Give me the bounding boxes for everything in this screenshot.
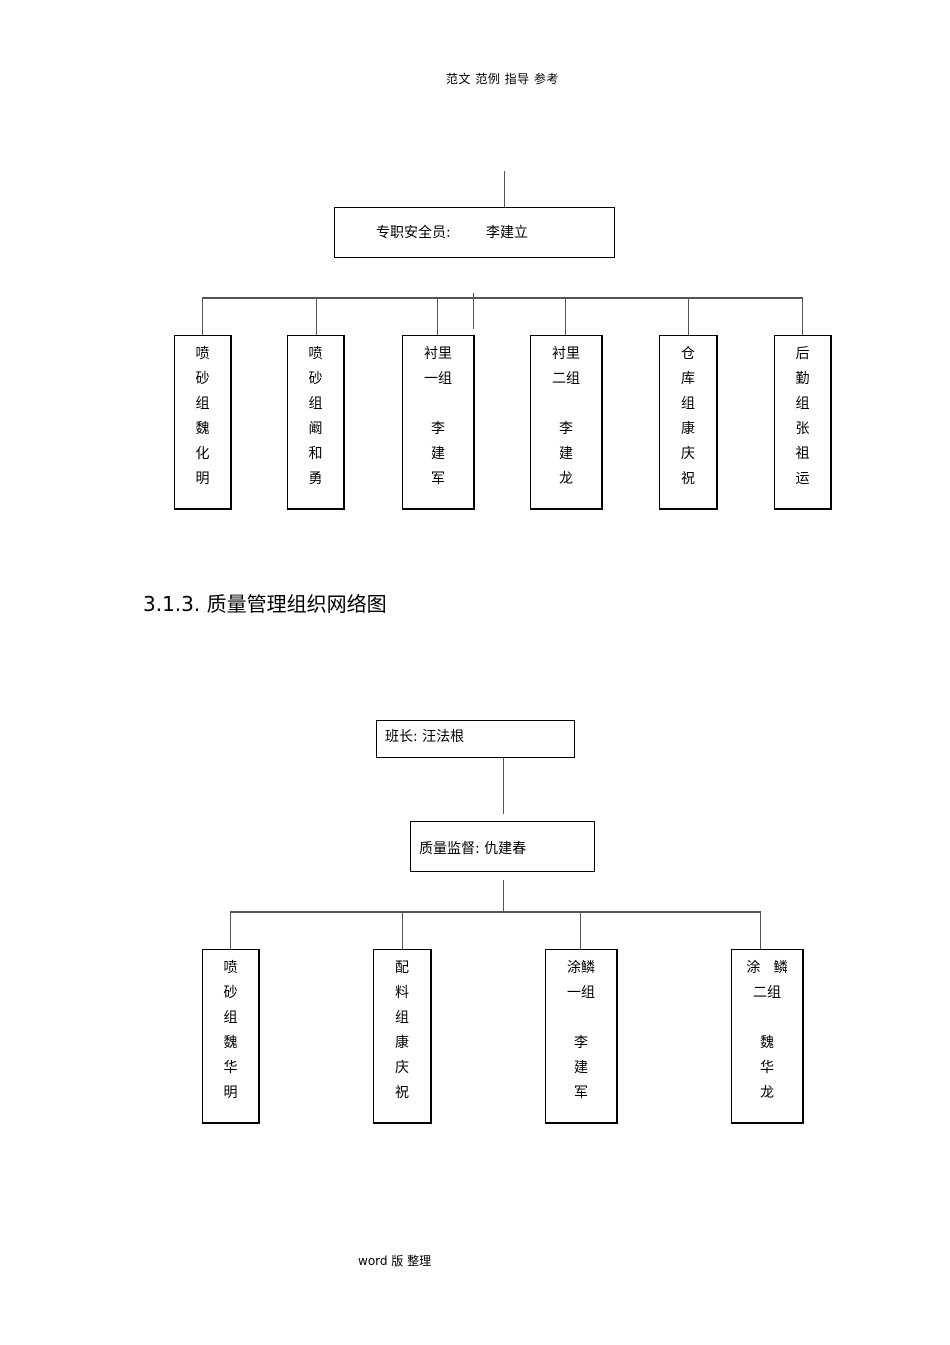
group-label: 衬里 二组 李 建 龙 <box>552 346 580 487</box>
connector-line <box>402 911 403 949</box>
page-header: 范文 范例 指导 参考 <box>446 72 559 86</box>
leader-box: 班长: 汪法根 <box>376 720 575 758</box>
connector-line <box>473 293 474 329</box>
group-box: 喷 砂 组 魏 华 明 <box>202 949 260 1124</box>
supervisor-label: 质量监督: 仇建春 <box>419 841 527 857</box>
connector-line <box>580 911 581 949</box>
supervisor-box: 质量监督: 仇建春 <box>410 821 595 872</box>
safety-officer-name: 李建立 <box>486 225 528 241</box>
connector-line <box>316 297 317 335</box>
connector-line <box>565 297 566 335</box>
page-footer: word 版 整理 <box>358 1254 432 1268</box>
connector-line <box>688 297 689 335</box>
connector-line <box>503 758 504 814</box>
section-heading: 3.1.3. 质量管理组织网络图 <box>143 592 387 616</box>
safety-officer-box: 专职安全员: 李建立 <box>334 207 615 258</box>
connector-line <box>437 297 438 335</box>
group-label: 后 勤 组 张 祖 运 <box>795 346 810 487</box>
connector-line <box>802 297 803 335</box>
connector-line <box>202 297 203 335</box>
group-box: 衬里 二组 李 建 龙 <box>530 335 603 510</box>
connector-line <box>760 911 761 949</box>
group-label: 仓 库 组 康 庆 祝 <box>681 346 695 487</box>
group-label: 衬里 一组 李 建 军 <box>424 346 452 487</box>
group-box: 涂 鳞 二组 魏 华 龙 <box>731 949 804 1124</box>
connector-line <box>503 880 504 912</box>
leader-label: 班长: 汪法根 <box>385 729 465 745</box>
group-box: 仓 库 组 康 庆 祝 <box>659 335 718 510</box>
connector-line <box>230 911 761 913</box>
group-box: 涂鳞 一组 李 建 军 <box>545 949 618 1124</box>
group-box: 衬里 一组 李 建 军 <box>402 335 475 510</box>
group-label: 喷 砂 组 魏 华 明 <box>223 960 238 1101</box>
connector-line <box>504 171 505 208</box>
group-box: 喷 砂 组 魏 化 明 <box>174 335 232 510</box>
connector-line <box>202 297 803 299</box>
safety-officer-role: 专职安全员: <box>376 225 451 241</box>
group-box: 喷 砂 组 阚 和 勇 <box>287 335 345 510</box>
group-label: 喷 砂 组 阚 和 勇 <box>308 346 323 487</box>
group-label: 涂鳞 一组 李 建 军 <box>567 960 595 1101</box>
group-box: 后 勤 组 张 祖 运 <box>774 335 832 510</box>
group-label: 涂 鳞 二组 魏 华 龙 <box>746 960 788 1101</box>
group-box: 配 料 组 康 庆 祝 <box>373 949 432 1124</box>
connector-line <box>230 911 231 949</box>
group-label: 配 料 组 康 庆 祝 <box>395 960 409 1101</box>
group-label: 喷 砂 组 魏 化 明 <box>195 346 210 487</box>
